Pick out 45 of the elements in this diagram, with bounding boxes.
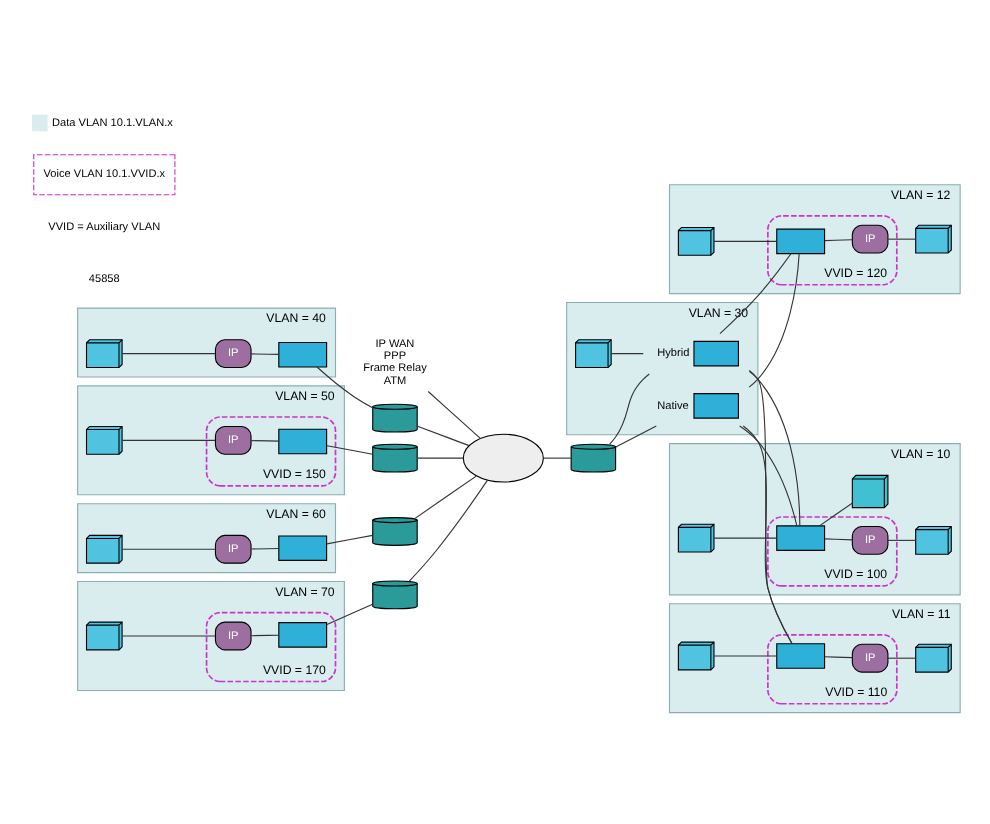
- connector: [121, 635, 216, 637]
- node-box: [776, 228, 826, 255]
- connector: [713, 537, 778, 539]
- connector: [887, 539, 917, 541]
- connector: [713, 240, 778, 242]
- connector: [250, 548, 280, 550]
- connector: [427, 390, 481, 439]
- node-box: [278, 622, 328, 648]
- connector: [250, 440, 280, 442]
- connector: [417, 457, 464, 459]
- connector: [316, 366, 374, 409]
- connector: [713, 655, 778, 657]
- connector: [611, 353, 644, 355]
- connector: [615, 425, 657, 448]
- node-box: [776, 643, 826, 669]
- node-cloud: [462, 433, 544, 483]
- node-box: [776, 525, 826, 551]
- connector: [748, 253, 800, 388]
- connector: [887, 657, 917, 659]
- connector: [326, 603, 374, 626]
- connector: [748, 370, 801, 527]
- connector: [818, 502, 853, 527]
- connector: [250, 353, 280, 355]
- connector: [739, 425, 798, 527]
- connector: [608, 373, 650, 445]
- connector: [326, 445, 374, 455]
- connector: [121, 353, 216, 355]
- connector: [719, 253, 792, 335]
- connector: [742, 425, 793, 645]
- connector: [824, 538, 853, 541]
- connector: [887, 238, 917, 240]
- node-box: [278, 341, 328, 368]
- connector: [414, 475, 477, 519]
- connector: [121, 439, 216, 441]
- connector: [121, 548, 216, 550]
- connector: [748, 369, 793, 645]
- connector: [543, 457, 572, 459]
- connector: [250, 634, 280, 637]
- node-box: [278, 535, 328, 561]
- connector: [824, 239, 853, 242]
- connector: [824, 656, 853, 659]
- node-box: [278, 428, 328, 455]
- connector: [326, 534, 374, 545]
- connector: [408, 479, 489, 582]
- connector: [417, 425, 470, 447]
